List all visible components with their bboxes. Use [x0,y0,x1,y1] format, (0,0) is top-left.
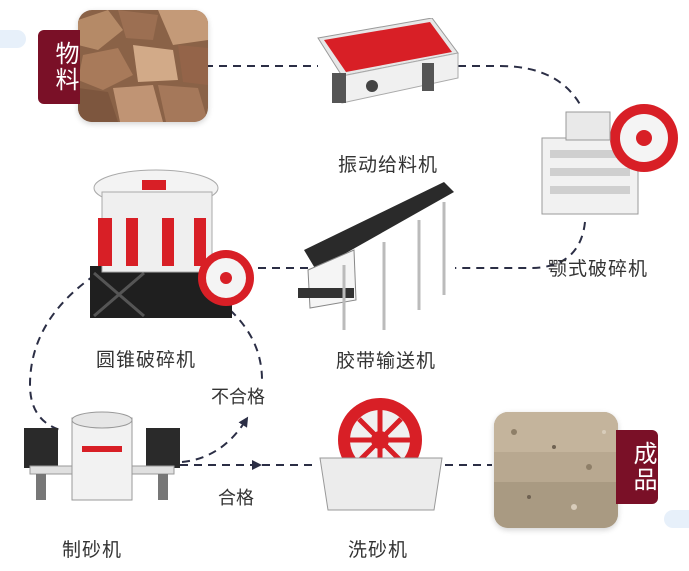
jaw-crusher-label: 颚式破碎机 [548,258,649,280]
product-photo [494,412,618,528]
jaw-crusher-icon [541,104,678,215]
sand-maker-label: 制砂机 [62,539,123,561]
product-tag: 成品 [616,430,658,504]
edge-cone-to-sandmaker [28,274,96,431]
sand-pile-image [494,412,618,528]
belt-conveyor-icon [298,182,454,330]
rock-pile-image [78,10,208,122]
qualified-label: 合格 [218,488,254,509]
edge-cone-loop [229,309,263,381]
sand-maker-icon [24,411,180,501]
cone-crusher-icon [90,169,254,318]
sand-washer-icon [319,398,443,511]
unqualified-label: 不合格 [211,387,265,408]
cone-crusher-label: 圆锥破碎机 [96,349,197,371]
decoration-pill-right [664,510,689,528]
raw-material-photo [78,10,208,122]
edge-jaw-to-conveyor [455,221,586,269]
edge-unqualified-return [181,416,249,463]
edge-feeder-to-jaw [458,65,583,109]
raw-material-tag: 物料 [38,30,80,104]
belt-conveyor-label: 胶带输送机 [336,350,437,372]
decoration-pill-left [0,30,26,48]
sand-washer-label: 洗砂机 [348,539,409,561]
vibrating-feeder-icon [317,18,459,104]
vibrating-feeder-label: 振动给料机 [338,154,439,176]
